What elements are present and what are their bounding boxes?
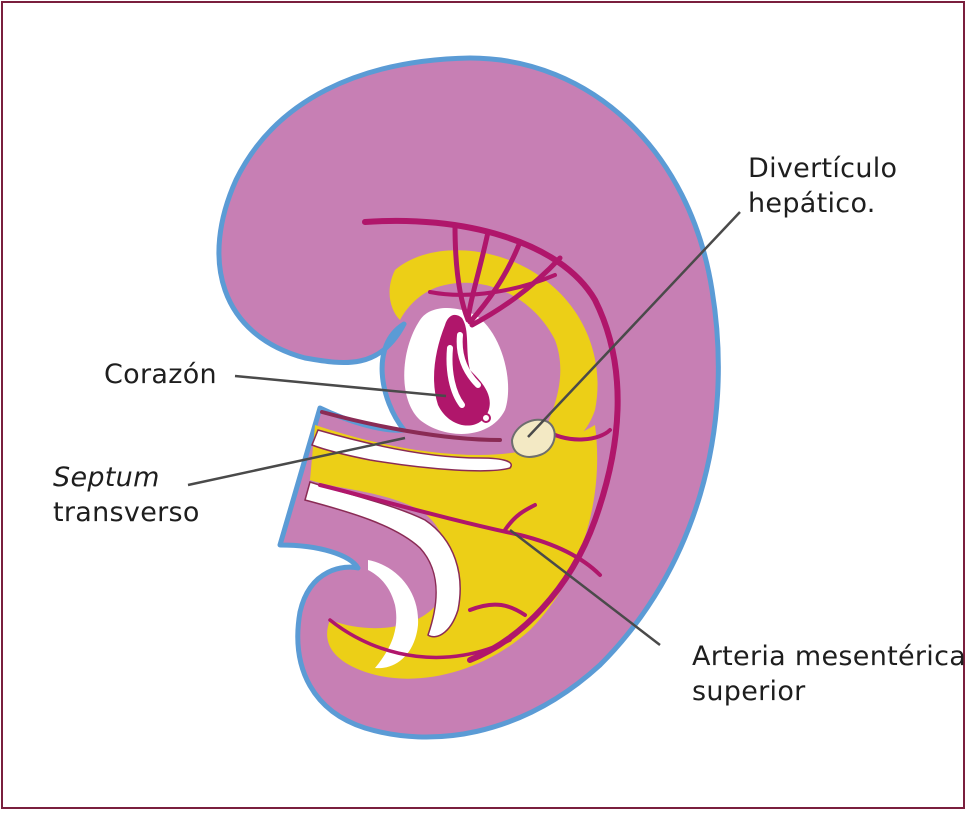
aortic-arches bbox=[452, 222, 563, 328]
label-septum-line1: Septum bbox=[53, 462, 160, 493]
superior-mesenteric-artery-vessel bbox=[318, 483, 602, 617]
foregut-tube bbox=[311, 429, 512, 472]
label-diverticulo-line1: Divertículo bbox=[748, 153, 898, 184]
label-arteria-line2: superior bbox=[692, 676, 806, 707]
heart-outflow bbox=[481, 413, 491, 423]
heart-lumen bbox=[446, 332, 481, 408]
label-septum-transverso: Septum transverso bbox=[53, 460, 200, 530]
label-septum-line2: transverso bbox=[53, 497, 200, 528]
umbilical-vessel bbox=[328, 618, 512, 660]
leader-line-arteria bbox=[509, 529, 661, 646]
label-diverticulo-hepatico: Divertículo hepático. bbox=[748, 151, 897, 221]
label-arteria-line1: Arteria mesentérica bbox=[692, 641, 967, 672]
leader-line-diverticulo bbox=[527, 211, 741, 438]
hindgut-tube bbox=[368, 560, 419, 669]
heart bbox=[434, 314, 490, 426]
leader-line-septum bbox=[187, 436, 406, 487]
septum-transversum-band bbox=[320, 410, 502, 442]
dorsal-aorta bbox=[362, 217, 621, 663]
label-arteria-mesenterica: Arteria mesentérica superior bbox=[692, 639, 966, 709]
midgut-tube bbox=[304, 481, 461, 638]
label-corazon: Corazón bbox=[104, 359, 217, 390]
leader-line-corazon bbox=[234, 374, 447, 398]
hepatic-diverticulum bbox=[510, 418, 556, 458]
label-diverticulo-line2: hepático. bbox=[748, 188, 876, 219]
cranial-mesoderm bbox=[389, 250, 598, 451]
